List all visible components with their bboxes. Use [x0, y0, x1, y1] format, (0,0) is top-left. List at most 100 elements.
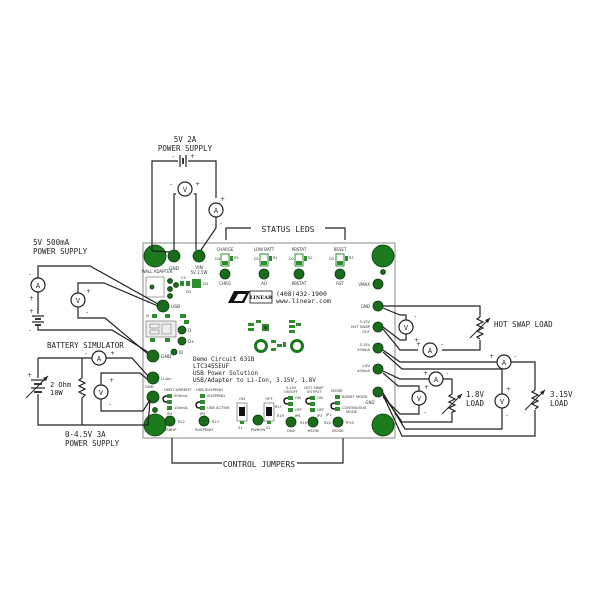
- jumper-pin[interactable]: [167, 400, 172, 404]
- li-ion-pad[interactable]: [146, 371, 160, 385]
- jumper-res: R16: [300, 421, 307, 425]
- top-supply-line2: POWER SUPPLY: [158, 144, 213, 153]
- right-pad-gnd-bottom[interactable]: GND: [365, 386, 384, 405]
- rst-pad[interactable]: [334, 268, 346, 280]
- left-supply-line1: 5V 500mA: [33, 238, 70, 247]
- logo-mark-inner: [234, 294, 246, 301]
- switch-actuator[interactable]: [239, 407, 245, 416]
- load-1v8-resistor: [447, 393, 457, 413]
- c2-smd: [184, 320, 189, 324]
- id-pad[interactable]: [170, 348, 178, 356]
- d-plus-pad[interactable]: [177, 336, 187, 346]
- jumper-usb-suspend[interactable]: USB SUSPEND SUSPEND USB ACTIVE JP5 SUSPE…: [195, 387, 230, 432]
- jumper-pin[interactable]: [167, 406, 172, 410]
- jumper-pin[interactable]: [288, 396, 293, 400]
- d-minus-pad[interactable]: [177, 325, 187, 335]
- usbhp-pad[interactable]: [164, 415, 176, 427]
- usb-pad[interactable]: [156, 299, 170, 313]
- jumper-shunt[interactable]: [330, 402, 336, 410]
- jumper-pin[interactable]: [335, 395, 340, 399]
- jumper-pin[interactable]: [167, 394, 172, 398]
- chrg-pad[interactable]: [219, 268, 231, 280]
- hson-pad[interactable]: [307, 416, 319, 428]
- ao-pad[interactable]: [258, 268, 270, 280]
- jumper-ref: JP4: [166, 412, 173, 416]
- switch-title: OFF: [265, 396, 272, 401]
- led-footprint: [335, 253, 345, 267]
- via: [380, 269, 386, 275]
- jumper-shunt[interactable]: [283, 397, 289, 405]
- inductor-2-core: [293, 342, 301, 350]
- gnd-pad-left[interactable]: [146, 349, 160, 363]
- suspend-pad[interactable]: [198, 415, 210, 427]
- led-ref: D2: [289, 257, 294, 261]
- voltmeter-label: V: [183, 186, 188, 194]
- jumper-shunt[interactable]: [195, 401, 201, 409]
- jumper-shunt[interactable]: [305, 397, 311, 405]
- jumper-mode[interactable]: MODE BURST MODE CONTINUOUS MODE JP1 MODE…: [324, 388, 368, 433]
- load-3v15-line1: 3.15V: [550, 390, 573, 399]
- jumper-pin[interactable]: [310, 408, 315, 412]
- switch-on[interactable]: ON S1 PWRON: [236, 396, 265, 432]
- switch-off[interactable]: OFF S2 R17: [263, 396, 282, 430]
- jumper-hot-swap-output[interactable]: HOT SWAP OUTPUT ON OFF JP3 HSON R16: [300, 386, 324, 433]
- jumper-pin[interactable]: [335, 407, 340, 411]
- ammeter-label: A: [214, 207, 219, 215]
- pwron-pad[interactable]: [252, 414, 264, 426]
- plus-sign: +: [86, 288, 91, 295]
- jumper-pin[interactable]: [200, 406, 205, 410]
- website[interactable]: www.linear.com: [276, 297, 331, 305]
- led-title: LOW BATT: [254, 247, 275, 252]
- top-supply-line1: 5V 2A: [174, 135, 197, 144]
- jumper-pin[interactable]: [288, 408, 293, 412]
- usb-conn-tab: [165, 314, 170, 318]
- load-1v8-voltmeter: [411, 390, 427, 406]
- 1v8-pad[interactable]: [372, 363, 384, 375]
- d-plus-label: D+: [188, 339, 194, 344]
- jumper-pin[interactable]: [310, 396, 315, 400]
- jack-pin: [167, 278, 173, 284]
- switch-actuator[interactable]: [266, 407, 272, 416]
- switch-pad: [240, 421, 244, 424]
- 3v15-pad[interactable]: [372, 342, 384, 354]
- linear-logo: LINEAR: [228, 290, 273, 304]
- ammeter-label: A: [97, 355, 102, 363]
- jumper-pin[interactable]: [288, 402, 293, 406]
- jumper-pin[interactable]: [200, 400, 205, 404]
- right-pad-vmax[interactable]: VMAX: [358, 278, 384, 290]
- on2-pad[interactable]: [285, 416, 297, 428]
- right-pad-1v8[interactable]: 1.8V 400mA: [357, 363, 384, 375]
- jumper-res: R19: [277, 414, 284, 418]
- pbstat-pad[interactable]: [293, 268, 305, 280]
- minus-sign: -: [85, 350, 87, 357]
- jumper-opt1: ON: [295, 395, 301, 400]
- right-pad-3v15[interactable]: 3.15V 500mA: [357, 342, 384, 354]
- smd-part: [271, 340, 276, 343]
- control-jumpers-label: CONTROL JUMPERS: [223, 460, 295, 469]
- mounting-hole-top-left: [143, 244, 167, 268]
- gnd-pad-right-bottom[interactable]: [372, 386, 384, 398]
- plus-sign: +: [109, 377, 114, 384]
- jumper-usb-current[interactable]: USB CURRENT 500mA 100mA JP4 USBHP R22: [162, 387, 192, 432]
- jumper-pin[interactable]: [200, 394, 205, 398]
- vin-zener-label: 5V 2.5W: [191, 270, 208, 275]
- mode-pad[interactable]: [332, 416, 344, 428]
- jumper-3v15-on-off[interactable]: 3.15V ON/OFF ON OFF JP6 ON2 R19: [277, 386, 302, 433]
- pad-label: GND: [361, 304, 370, 309]
- led-pad-label: RST: [336, 281, 344, 286]
- plus-sign: +: [29, 308, 34, 315]
- jumper-pin[interactable]: [335, 401, 340, 405]
- right-pad-hot-swap-out[interactable]: 3.15V HOT SWAP OUT: [351, 320, 384, 334]
- led-resistor: [345, 256, 348, 261]
- hot-swap-voltmeter: [398, 319, 414, 335]
- gnd-pad-right[interactable]: [372, 300, 384, 312]
- vin-pad[interactable]: [192, 249, 206, 263]
- jumper-opt1: BURST MODE: [342, 394, 368, 399]
- vmax-pad[interactable]: [372, 278, 384, 290]
- jumper-opt2: 100mA: [174, 405, 188, 410]
- hot-swap-out-pad[interactable]: [372, 321, 384, 333]
- jumper-shunt[interactable]: [162, 395, 168, 403]
- minus-sign: -: [441, 341, 443, 348]
- jumper-pin[interactable]: [310, 402, 315, 406]
- minus-sign: -: [220, 220, 222, 227]
